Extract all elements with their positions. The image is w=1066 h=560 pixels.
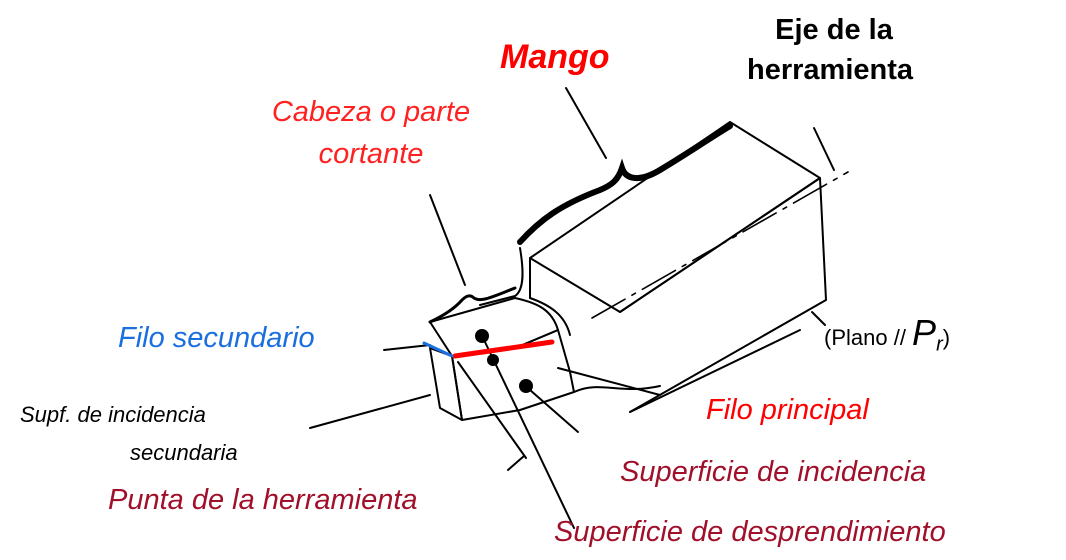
head-top-face (429, 297, 559, 357)
tip-dot (487, 354, 499, 366)
filo-prin-leader (557, 367, 661, 396)
desp-leader (484, 341, 575, 529)
rake-face-dot (475, 329, 489, 343)
mango-brace (517, 123, 733, 245)
supf-label-line1: Supf. de incidencia (20, 402, 206, 427)
eje-label-line2: herramienta (746, 54, 913, 86)
superficie-incidencia-label: Superficie de incidencia (620, 456, 927, 488)
body-bottom-edge (629, 329, 801, 413)
main-cutting-edge (452, 339, 555, 359)
superficie-desprendimiento-label: Superficie de desprendimiento (554, 516, 946, 548)
secondary-cutting-edge (422, 341, 454, 358)
plano-prefix: (Plano // (824, 325, 913, 350)
flank-face-dot (519, 379, 533, 393)
filo-principal-label: Filo principal (706, 394, 869, 426)
filo-sec-leader (383, 344, 431, 351)
filo-secundario-label: Filo secundario (118, 322, 315, 354)
punta-short-mark (507, 455, 525, 471)
shoulder (479, 247, 524, 306)
shank-top-face (529, 121, 821, 313)
mango-label: Mango (500, 38, 610, 76)
tool-axis-line (591, 171, 849, 319)
plano-leader (811, 311, 826, 326)
head-side-face (451, 329, 575, 421)
shank-side-face (619, 177, 827, 413)
incid-leader (529, 389, 579, 433)
eje-leader (813, 127, 835, 171)
cabeza-brace (428, 286, 517, 324)
plano-suffix: ) (942, 325, 951, 350)
punta-leader (457, 361, 527, 459)
punta-label: Punta de la herramienta (108, 484, 418, 516)
supf-leader (309, 394, 431, 429)
plano-subscript: r (936, 333, 943, 356)
neck-lower (529, 297, 571, 336)
flank-to-body (573, 385, 661, 393)
supf-label-line2: secundaria (130, 440, 238, 465)
plano-symbol: P (912, 312, 937, 353)
head-front-face (429, 347, 463, 421)
mango-leader (565, 87, 607, 159)
cabeza-label-line1: Cabeza o parte (271, 96, 471, 128)
cabeza-leader (429, 194, 466, 286)
cabeza-label-line2: cortante (318, 138, 424, 170)
eje-label-line1: Eje de la (775, 14, 893, 46)
plano-label: (Plano // Pr) (824, 312, 950, 356)
